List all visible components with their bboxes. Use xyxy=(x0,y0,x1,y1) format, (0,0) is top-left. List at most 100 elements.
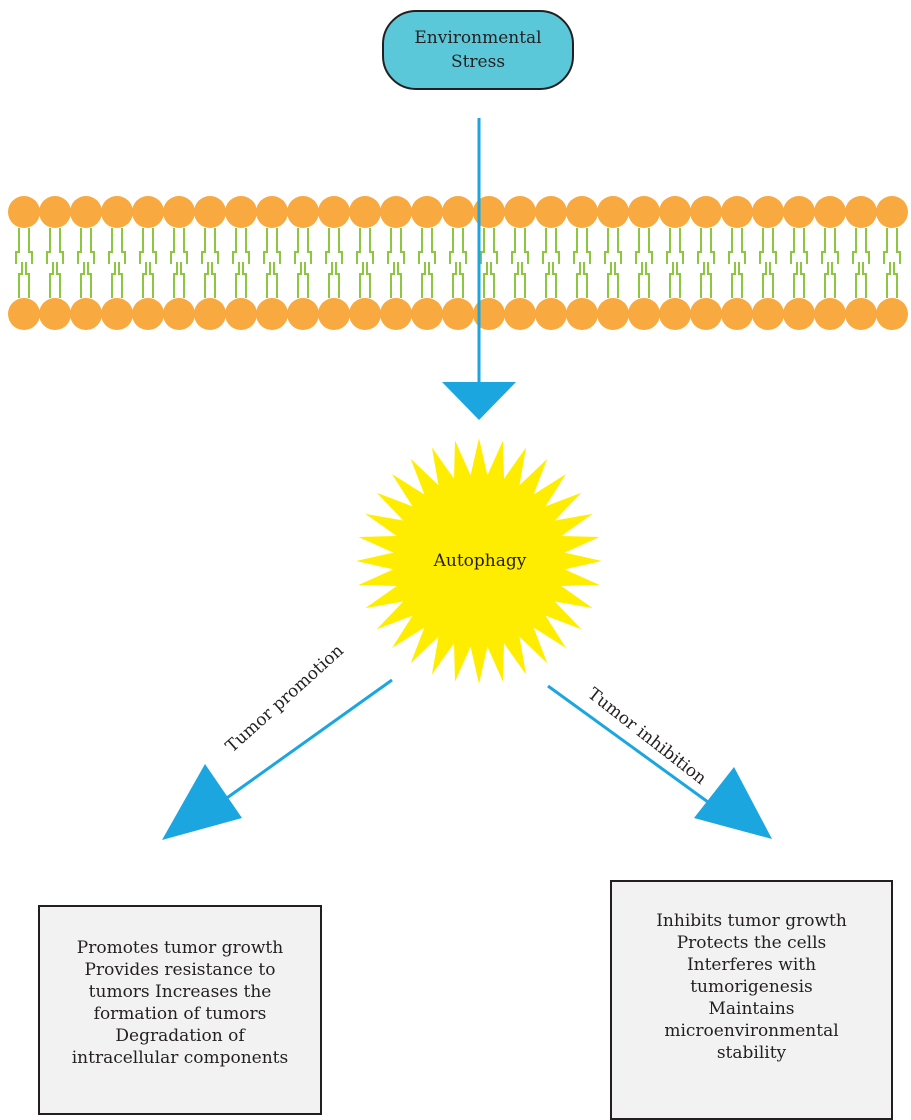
lipid-head xyxy=(318,298,350,330)
lipid-head xyxy=(194,298,226,330)
lipid-head xyxy=(163,196,195,228)
lipid-tail xyxy=(462,228,467,264)
lipid-tail xyxy=(545,262,550,298)
lipid-tail xyxy=(235,262,240,298)
left-arrow-head-icon xyxy=(162,764,242,840)
lipid-tail xyxy=(201,228,206,264)
lipid-tail xyxy=(762,262,767,298)
lipid-head xyxy=(380,196,412,228)
lipid-head xyxy=(411,196,443,228)
lipid-tail xyxy=(697,228,702,264)
lipid-tail xyxy=(648,228,653,264)
tumor-promotion-box: Promotes tumor growth Provides resistanc… xyxy=(38,905,322,1115)
lipid-head xyxy=(876,298,908,330)
lipid-head xyxy=(8,196,40,228)
lipid-tail xyxy=(118,262,123,298)
lipid-tail xyxy=(514,262,519,298)
lipid-tail xyxy=(356,228,361,264)
lipid-tail xyxy=(707,262,712,298)
lipid-tail xyxy=(49,262,54,298)
lipid-head xyxy=(39,298,71,330)
lipid-head xyxy=(70,298,102,330)
lipid-head xyxy=(783,298,815,330)
lipid-head xyxy=(194,196,226,228)
lipid-tail xyxy=(328,262,333,298)
start-node-line1: Environmental xyxy=(414,28,542,48)
lipid-head xyxy=(101,196,133,228)
lipid-head xyxy=(101,298,133,330)
lipid-tail xyxy=(170,228,175,264)
lipid-head xyxy=(256,196,288,228)
lipid-tail xyxy=(793,262,798,298)
lipid-tail xyxy=(180,262,185,298)
lipid-head xyxy=(70,196,102,228)
lipid-tail xyxy=(263,228,268,264)
lipid-head xyxy=(783,196,815,228)
right-box-line: Interferes with xyxy=(686,955,817,975)
lipid-tail xyxy=(480,228,485,264)
lipid-head xyxy=(845,298,877,330)
lipid-tail xyxy=(614,262,619,298)
lipid-tail xyxy=(273,262,278,298)
lipid-tail xyxy=(865,228,870,264)
lipid-tail xyxy=(25,262,30,298)
lipid-tail xyxy=(679,228,684,264)
lipid-head xyxy=(752,298,784,330)
lipid-tail xyxy=(790,228,795,264)
right-box-line: tumorigenesis xyxy=(690,977,813,997)
lipid-tail xyxy=(552,262,557,298)
lipid-tail xyxy=(710,228,715,264)
right-box-line: stability xyxy=(716,1043,787,1063)
lipid-head xyxy=(256,298,288,330)
right-box-line: microenvironmental xyxy=(664,1021,839,1041)
lipid-tail xyxy=(304,262,309,298)
lipid-tail xyxy=(90,228,95,264)
lipid-tail xyxy=(418,228,423,264)
lipid-tail xyxy=(245,228,250,264)
lipid-tail xyxy=(542,228,547,264)
lipid-tail xyxy=(862,262,867,298)
lipid-head xyxy=(814,196,846,228)
lipid-tail xyxy=(431,228,436,264)
environmental-stress-node: Environmental Stress xyxy=(382,10,574,90)
lipid-tail xyxy=(896,228,901,264)
lipid-tail xyxy=(387,228,392,264)
lipid-head xyxy=(504,196,536,228)
lipid-tail xyxy=(183,228,188,264)
lipid-head xyxy=(411,298,443,330)
lipid-tail xyxy=(87,262,92,298)
autophagy-label: Autophagy xyxy=(433,551,527,571)
lipid-tail xyxy=(824,262,829,298)
lipid-head xyxy=(659,298,691,330)
lipid-tail xyxy=(173,262,178,298)
lipid-tail xyxy=(511,228,516,264)
lipid-tail xyxy=(769,262,774,298)
left-box-line: Degradation of xyxy=(115,1026,245,1046)
lipid-head xyxy=(690,196,722,228)
lipid-head xyxy=(535,298,567,330)
lipid-tail xyxy=(369,228,374,264)
lipid-tail xyxy=(121,228,126,264)
lipid-tail xyxy=(521,262,526,298)
lipid-tail xyxy=(366,262,371,298)
lipid-tail xyxy=(728,228,733,264)
lipid-tail xyxy=(59,228,64,264)
lipid-tail xyxy=(149,262,154,298)
lipid-head xyxy=(39,196,71,228)
lipid-tail xyxy=(139,228,144,264)
lipid-tail xyxy=(421,262,426,298)
sunburst-icon xyxy=(356,438,602,684)
lipid-tail xyxy=(669,262,674,298)
left-box-line: tumors Increases the xyxy=(88,982,272,1002)
lipid-tail xyxy=(397,262,402,298)
lipid-head xyxy=(752,196,784,228)
lipid-tail xyxy=(855,262,860,298)
lipid-tail xyxy=(772,228,777,264)
lipid-head xyxy=(287,196,319,228)
lipid-head xyxy=(597,298,629,330)
lipid-tail xyxy=(449,228,454,264)
lipid-tail xyxy=(490,262,495,298)
lipid-head xyxy=(721,196,753,228)
lipid-head xyxy=(473,196,505,228)
right-arrow-head-icon xyxy=(694,767,772,839)
